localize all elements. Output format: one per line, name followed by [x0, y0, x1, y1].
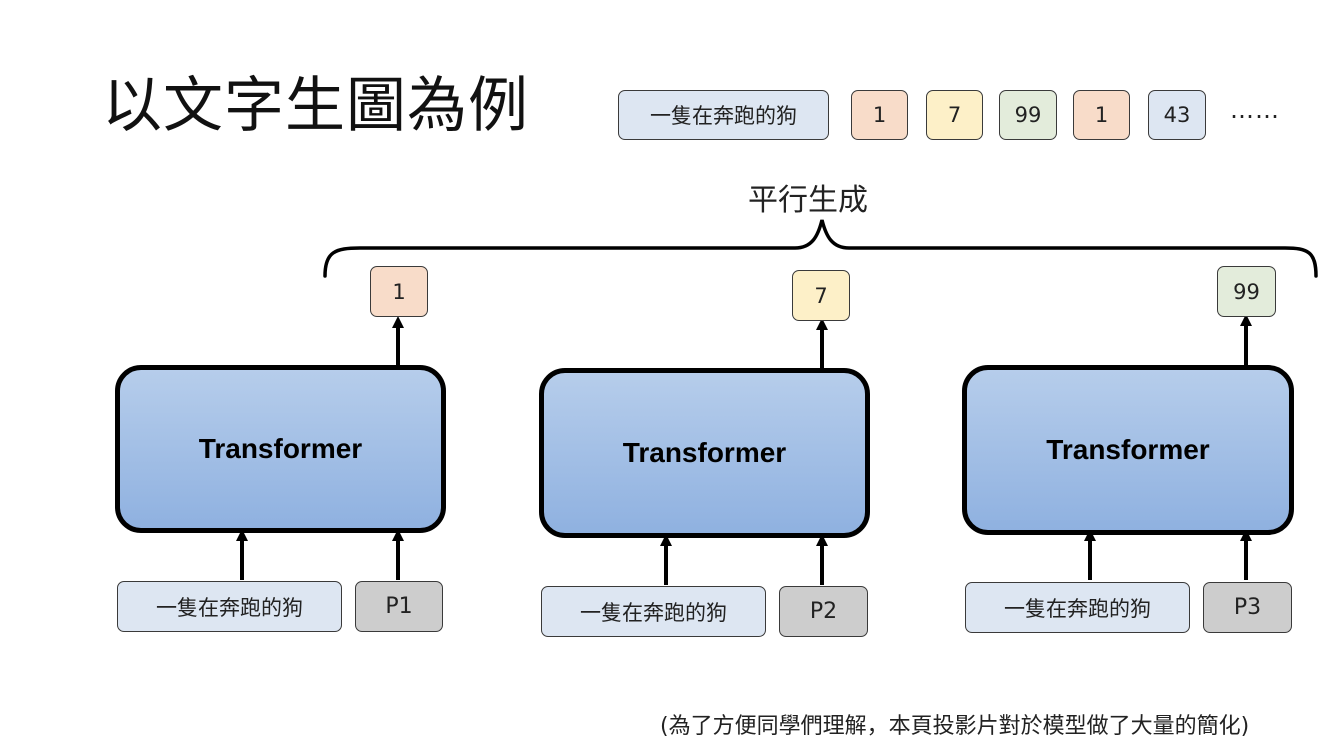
sequence-token: 99	[999, 90, 1057, 140]
sequence-token: 1	[851, 90, 908, 140]
position-token-1: P1	[355, 581, 443, 632]
prompt-input-2: 一隻在奔跑的狗	[541, 586, 766, 637]
output-token-2: 7	[792, 270, 850, 321]
page-title: 以文字生圖為例	[102, 71, 529, 141]
sequence-ellipsis: ……	[1230, 96, 1280, 124]
sequence-prompt: 一隻在奔跑的狗	[618, 90, 829, 140]
sequence-token: 7	[926, 90, 983, 140]
sequence-token: 43	[1148, 90, 1206, 140]
position-token-2: P2	[779, 586, 868, 637]
curly-brace	[323, 219, 1318, 278]
footnote: (為了方便同學們理解，本頁投影片對於模型做了大量的簡化)	[660, 714, 1250, 739]
sequence-token: 1	[1073, 90, 1130, 140]
prompt-input-1: 一隻在奔跑的狗	[117, 581, 342, 632]
transformer-block-2: Transformer	[539, 368, 870, 538]
brace-label: 平行生成	[748, 183, 868, 218]
position-token-3: P3	[1203, 582, 1292, 633]
transformer-block-1: Transformer	[115, 365, 446, 533]
output-token-1: 1	[370, 266, 428, 317]
transformer-block-3: Transformer	[962, 365, 1294, 535]
prompt-input-3: 一隻在奔跑的狗	[965, 582, 1190, 633]
output-token-3: 99	[1217, 266, 1276, 317]
